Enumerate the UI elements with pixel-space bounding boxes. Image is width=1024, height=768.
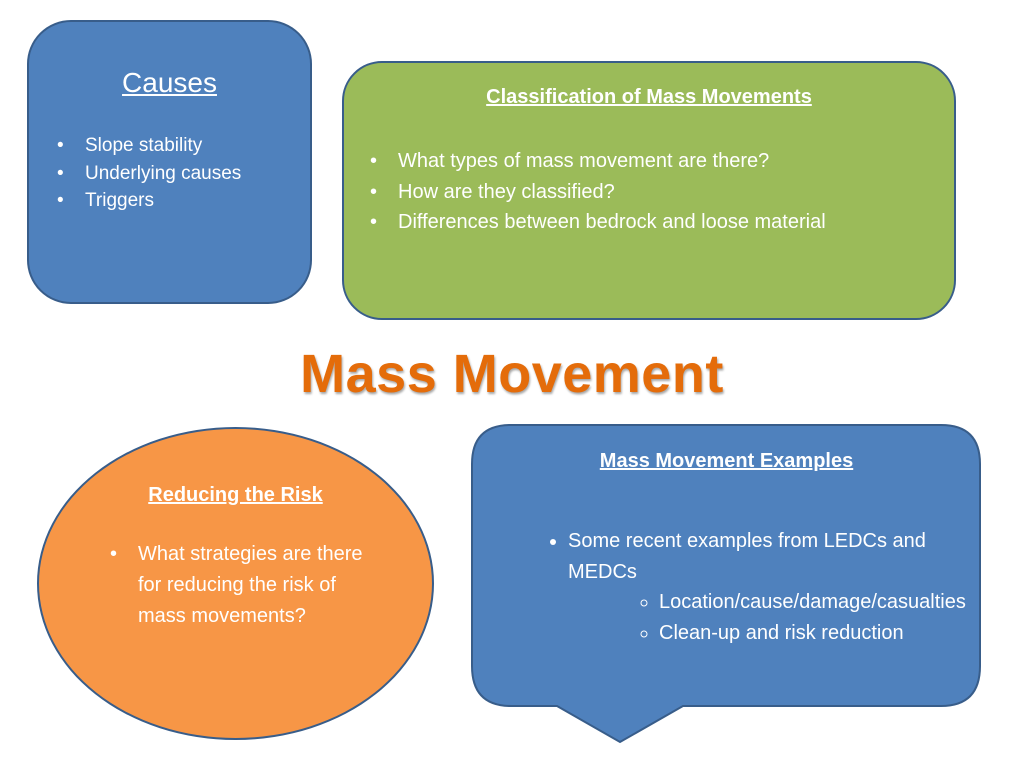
causes-item: Triggers — [57, 187, 241, 215]
reducing-risk-list: What strategies are there for reducing t… — [110, 539, 378, 632]
classification-item: What types of mass movement are there? — [370, 146, 826, 177]
causes-item: Slope stability — [57, 132, 241, 160]
examples-sublist: Location/cause/damage/casualties Clean-u… — [619, 587, 998, 648]
classification-item: How are they classified? — [370, 177, 826, 208]
causes-list: Slope stability Underlying causes Trigge… — [57, 132, 241, 215]
examples-content: Mass Movement Examples Some recent examp… — [471, 424, 982, 706]
callout-shape — [471, 424, 981, 744]
examples-list: Some recent examples from LEDCs and MEDC… — [528, 526, 998, 648]
examples-callout: Mass Movement Examples Some recent examp… — [471, 424, 982, 744]
examples-item: Some recent examples from LEDCs and MEDC… — [568, 526, 998, 648]
reducing-risk-item: What strategies are there for reducing t… — [110, 539, 378, 632]
classification-title: Classification of Mass Movements — [486, 86, 812, 108]
reducing-risk-title: Reducing the Risk — [148, 484, 323, 506]
reducing-risk-ellipse: Reducing the Risk What strategies are th… — [37, 427, 434, 740]
classification-list: What types of mass movement are there? H… — [370, 146, 826, 238]
examples-item-text: Some recent examples from LEDCs and MEDC… — [568, 530, 926, 583]
causes-box: Causes Slope stability Underlying causes… — [27, 20, 312, 304]
examples-subitem: Clean-up and risk reduction — [659, 618, 998, 649]
causes-item: Underlying causes — [57, 160, 241, 188]
classification-item: Differences between bedrock and loose ma… — [370, 207, 826, 238]
slide-title: Mass Movement — [300, 344, 724, 404]
examples-subitem: Location/cause/damage/casualties — [659, 587, 998, 618]
classification-box: Classification of Mass Movements What ty… — [342, 61, 956, 320]
causes-title: Causes — [122, 67, 217, 98]
examples-title: Mass Movement Examples — [599, 450, 854, 472]
